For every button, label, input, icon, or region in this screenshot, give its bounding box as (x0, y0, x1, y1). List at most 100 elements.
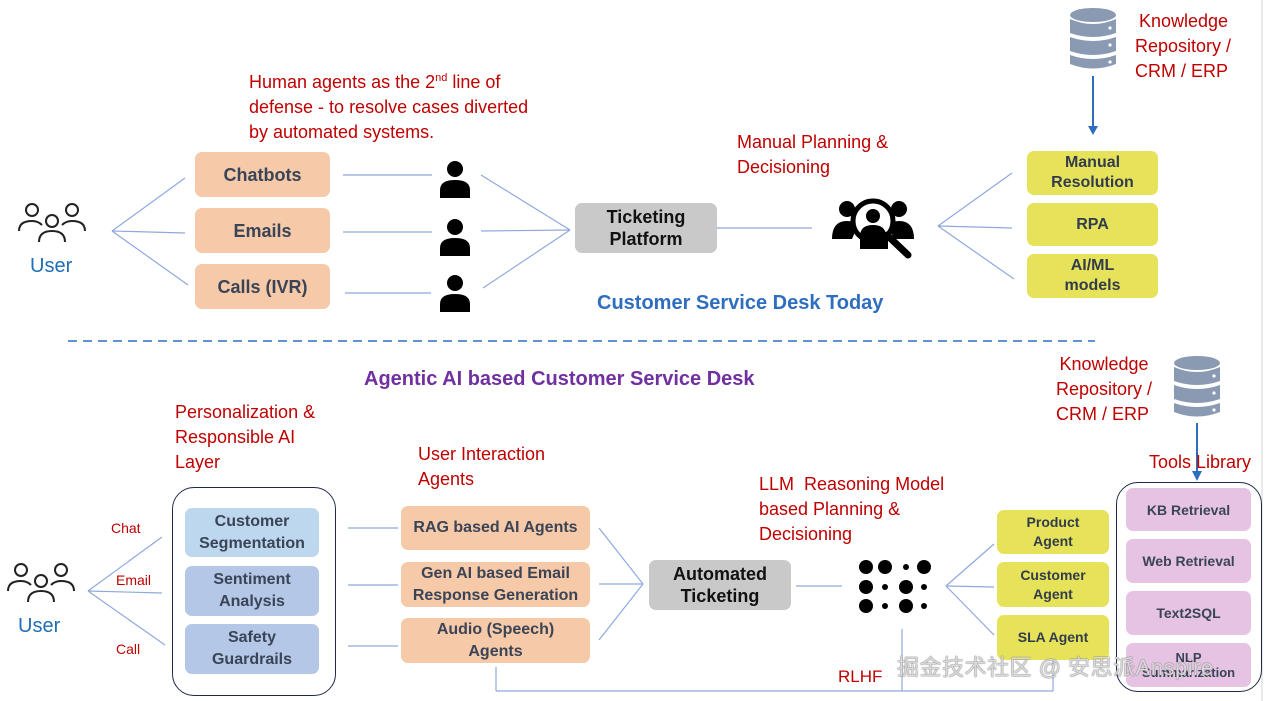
box-line: AI/ML (1070, 257, 1115, 274)
box-line: Analysis (219, 593, 285, 610)
connector (937, 172, 1013, 227)
tool-nlp-summarization: NLP Summarization (1126, 643, 1251, 687)
box-line: Manual (1064, 154, 1121, 171)
label-text: CRM / ERP (1135, 61, 1229, 81)
note-text: Agents (418, 469, 475, 489)
box-line: Sentiment (213, 571, 291, 588)
personalization-layer-group (172, 487, 336, 696)
ticketing-platform-box: Ticketing Platform (575, 203, 717, 253)
section-title-today: Customer Service Desk Today (597, 292, 884, 314)
personalization-note: Personalization & Responsible AI Layer (175, 400, 315, 475)
box-line: models (1064, 277, 1121, 294)
automated-ticketing-box: Automated Ticketing (649, 560, 791, 610)
box-line: Platform (609, 229, 683, 249)
human-agent-icon (438, 274, 472, 317)
connector (480, 174, 571, 231)
box-line: Safety (227, 629, 277, 646)
tool-web-retrieval: Web Retrieval (1126, 539, 1251, 583)
database-icon (1069, 7, 1117, 76)
users-group-icon (5, 561, 77, 608)
personalization-item-sentiment: Sentiment Analysis (185, 566, 319, 616)
label-text: Knowledge (1059, 354, 1149, 374)
note-text: User Interaction (418, 444, 546, 464)
people-search-icon (830, 195, 916, 264)
channel-label-call: Call (116, 641, 141, 657)
note-text: by automated systems. (249, 122, 435, 142)
agent-email-generation: Gen AI based Email Response Generation (401, 562, 590, 607)
section-title-agentic: Agentic AI based Customer Service Desk (364, 368, 755, 390)
note-text: line of (447, 72, 501, 92)
tools-library-label: Tools Library (1149, 452, 1252, 472)
right-edge-border (1261, 0, 1263, 701)
watermark: 掘金技术社区 @ 安思派Anspire (897, 655, 1214, 680)
note-text: Human agents as the 2 (249, 72, 436, 92)
channel-chatbots: Chatbots (195, 152, 330, 197)
knowledge-repository-label: Knowledge Repository / CRM / ERP (1135, 9, 1231, 84)
channel-calls: Calls (IVR) (195, 264, 330, 309)
connector (87, 590, 166, 646)
connector (937, 225, 1013, 229)
connector (945, 543, 995, 587)
connector (598, 583, 644, 641)
database-icon (1173, 355, 1221, 424)
box-line: Response Generation (412, 586, 579, 604)
connector (87, 590, 163, 594)
channel-label-email: Email (116, 572, 152, 588)
tool-text2sql: Text2SQL (1126, 591, 1251, 635)
label-text: Knowledge (1139, 11, 1229, 31)
connector (945, 585, 995, 588)
note-text: based Planning & (759, 499, 901, 519)
channel-label-chat: Chat (111, 520, 141, 536)
specialist-customer-agent: Customer Agent (997, 562, 1109, 607)
box-line: Agents (468, 642, 523, 660)
specialist-product-agent: Product Agent (997, 510, 1109, 554)
box-line: Product (1026, 514, 1080, 530)
arrow-head (1088, 126, 1098, 135)
rlhf-label: RLHF (838, 667, 883, 686)
connector (482, 229, 571, 289)
label-text: Repository / (1135, 36, 1232, 56)
connector (111, 230, 189, 286)
resolution-manual: Manual Resolution (1027, 151, 1158, 195)
knowledge-repository-label: Knowledge Repository / CRM / ERP (1056, 352, 1152, 427)
connector (111, 230, 186, 234)
reasoning-model-icon (856, 558, 940, 621)
personalization-item-guardrails: Safety Guardrails (185, 624, 319, 674)
connector (945, 585, 995, 636)
box-line: Gen AI based Email (421, 564, 570, 582)
resolution-rpa: RPA (1027, 203, 1158, 246)
box-line: Audio (Speech) (436, 620, 555, 638)
note-text: Responsible AI (175, 427, 296, 447)
box-line: Guardrails (211, 651, 293, 668)
note-text: Personalization & (175, 402, 316, 422)
agent-rag: RAG based AI Agents (401, 506, 590, 550)
specialist-sla-agent: SLA Agent (997, 615, 1109, 660)
box-line: Agent (1033, 533, 1073, 549)
resolution-aiml: AI/ML models (1027, 254, 1158, 298)
note-text: defense - to resolve cases diverted (249, 97, 529, 117)
channel-emails: Emails (195, 208, 330, 253)
tools-library-group (1116, 482, 1262, 692)
user-label: User (18, 615, 61, 637)
connector (598, 527, 644, 585)
note-text: Manual Planning & (737, 132, 889, 152)
human-agents-note: Human agents as the 2nd line of defense … (249, 66, 528, 145)
box-line: Automated (673, 564, 767, 584)
tool-kb-retrieval: KB Retrieval (1126, 488, 1251, 531)
box-line: Ticketing (606, 207, 686, 227)
personalization-item-segmentation: Customer Segmentation (185, 508, 319, 557)
connector (111, 177, 186, 232)
note-text: Decisioning (737, 157, 831, 177)
manual-planning-note: Manual Planning & Decisioning (737, 130, 888, 180)
note-superscript: nd (435, 72, 448, 84)
human-agent-icon (438, 160, 472, 203)
agent-audio-speech: Audio (Speech) Agents (401, 618, 590, 663)
users-group-icon (16, 201, 88, 248)
user-interaction-note: User Interaction Agents (418, 442, 545, 492)
note-text: Layer (175, 452, 221, 472)
box-line: Segmentation (199, 534, 305, 552)
connector (480, 229, 571, 232)
human-agent-icon (438, 218, 472, 261)
label-text: CRM / ERP (1056, 404, 1150, 424)
label-text: Repository / (1056, 379, 1153, 399)
